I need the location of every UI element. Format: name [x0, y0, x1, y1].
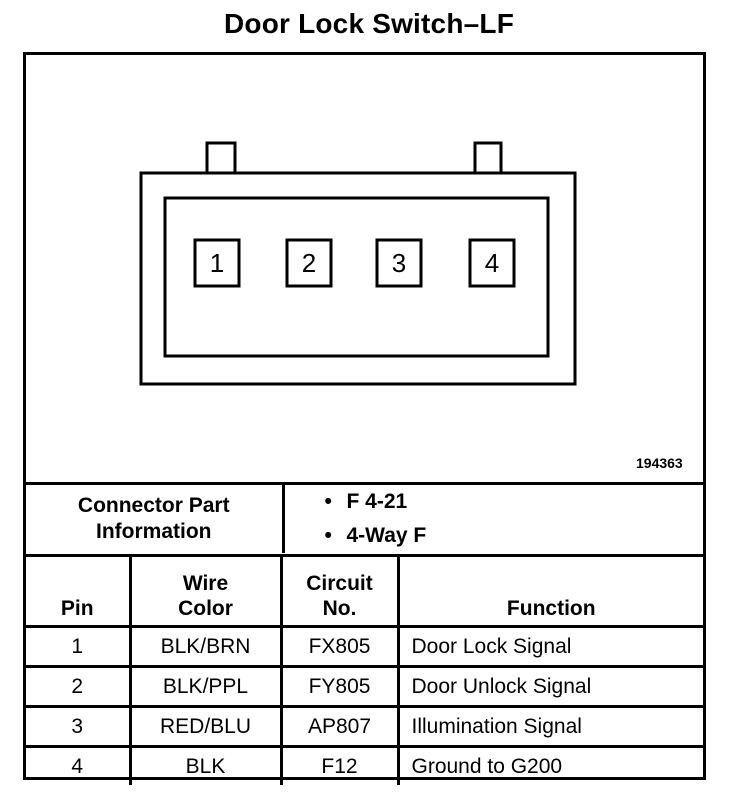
connector-face-drawing: 1 2 3 4: [139, 141, 577, 386]
pin-label-1: 1: [210, 248, 224, 278]
circuit-cell: F12: [279, 745, 398, 785]
pin-cavity-3: 3: [375, 238, 423, 288]
function-cell: Door Unlock Signal: [396, 665, 703, 707]
function-header: Function: [396, 554, 703, 627]
connector-frame: 1 2 3 4 194363 Connector Part Informatio…: [23, 52, 706, 785]
pin-header: Pin: [26, 554, 130, 627]
wire-color-cell: BLK/BRN: [128, 625, 281, 667]
wire-color-cell: BLK/PPL: [128, 665, 281, 707]
table-row: 2 BLK/PPL FY805 Door Unlock Signal: [26, 665, 703, 707]
locking-tab-right: [473, 141, 503, 176]
diagram-id: 194363: [636, 455, 683, 471]
pin-label-2: 2: [302, 248, 316, 278]
pin-cell: 3: [26, 705, 130, 747]
wire-color-cell: BLK: [128, 745, 281, 785]
pin-cavity-4: 4: [468, 238, 516, 288]
circuit-cell: FY805: [279, 665, 398, 707]
function-cell: Door Lock Signal: [396, 625, 703, 667]
pin-cell: 2: [26, 665, 130, 707]
pin-cavity-2: 2: [285, 238, 333, 288]
wire-color-cell: RED/BLU: [128, 705, 281, 747]
connector-info-item: •F 4-21: [324, 490, 408, 513]
pin-cell: 4: [26, 745, 130, 785]
circuit-cell: FX805: [279, 625, 398, 667]
connector-info-table: Connector Part Information •F 4-21 •4-Wa…: [26, 482, 703, 553]
table-row: 3 RED/BLU AP807 Illumination Signal: [26, 705, 703, 747]
circuit-cell: AP807: [279, 705, 398, 747]
table-row: 1 BLK/BRN FX805 Door Lock Signal: [26, 625, 703, 667]
pin-label-3: 3: [392, 248, 406, 278]
table-row: 4 BLK F12 Ground to G200: [26, 745, 703, 785]
connector-info-item: •4-Way F: [324, 524, 427, 547]
pin-cell: 1: [26, 625, 130, 667]
locking-tab-left: [205, 141, 237, 176]
connector-part-info-list: •F 4-21 •4-Way F: [281, 482, 703, 553]
pin-cavity-1: 1: [193, 238, 241, 288]
page-title: Door Lock Switch–LF: [223, 8, 515, 39]
pin-label-4: 4: [485, 248, 499, 278]
function-cell: Illumination Signal: [396, 705, 703, 747]
function-cell: Ground to G200: [396, 745, 703, 785]
connector-diagram: 1 2 3 4 194363: [26, 55, 703, 483]
connector-part-info-label: Connector Part Information: [26, 482, 283, 553]
